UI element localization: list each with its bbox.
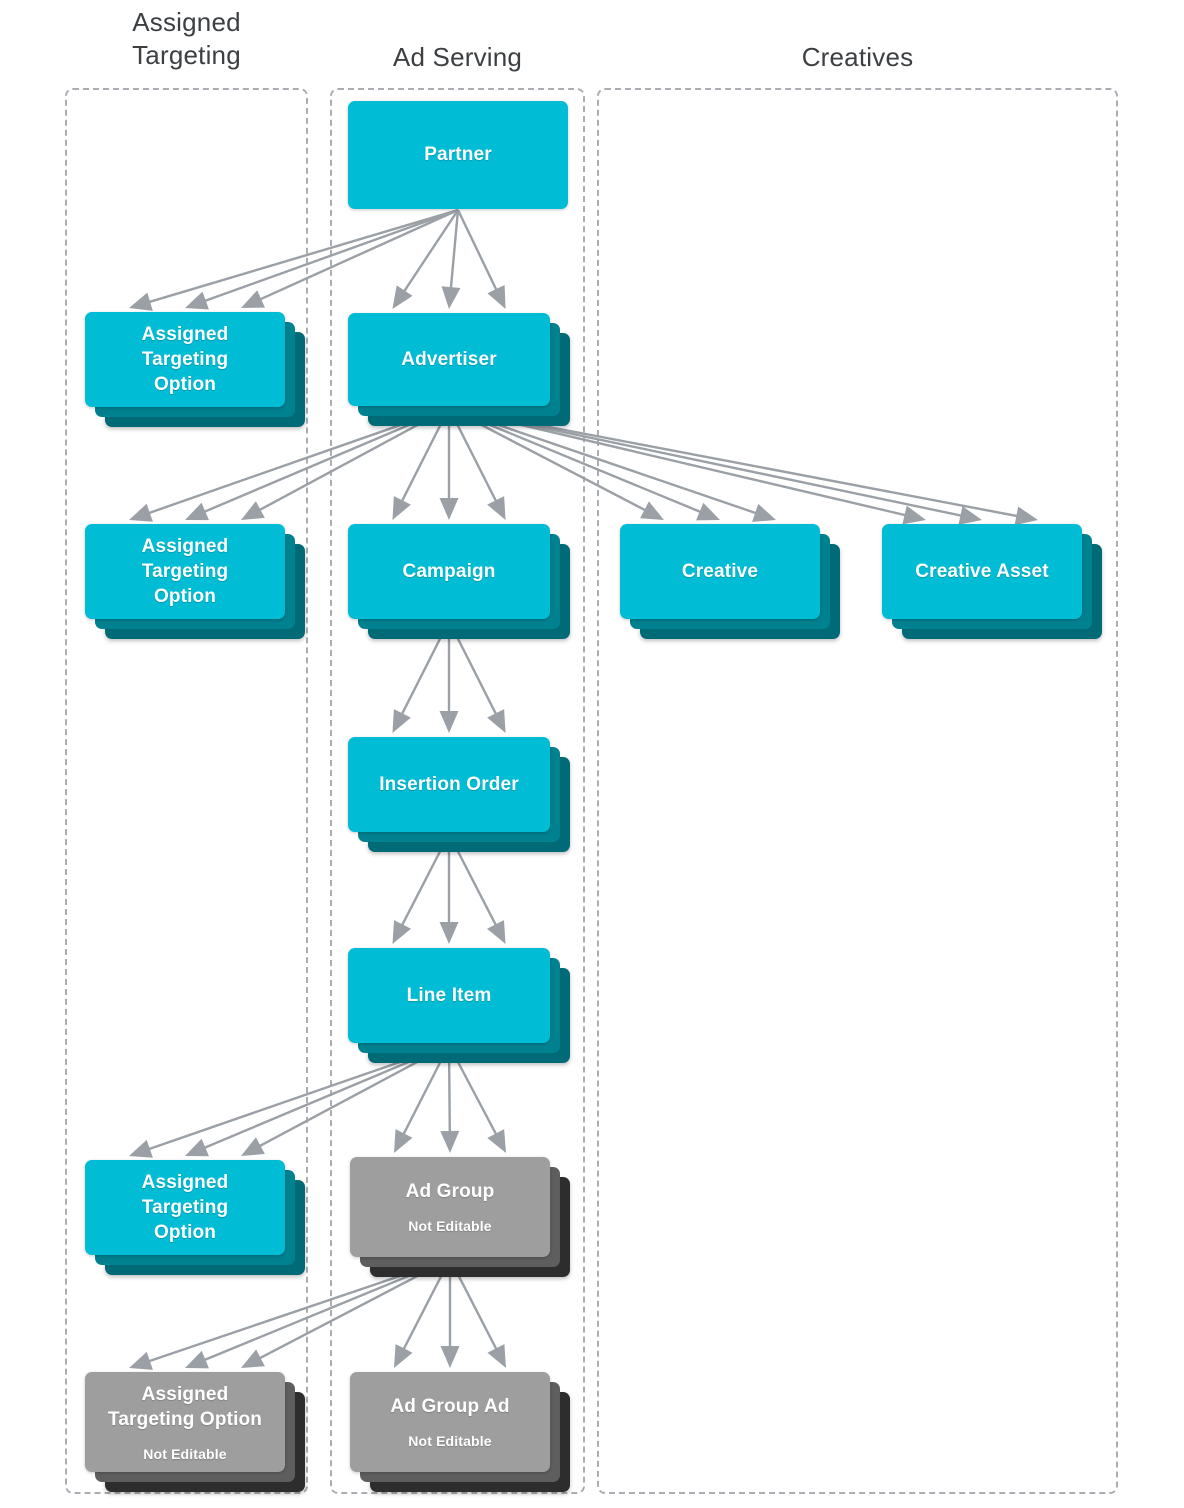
group-container-ad-serving <box>330 88 585 1494</box>
node-creative[interactable]: Creative <box>620 524 840 639</box>
node-title: Creative <box>681 560 759 582</box>
node-ato-line-item[interactable]: Assigned Targeting Option <box>85 1160 305 1275</box>
node-title: Assigned Targeting Option <box>141 323 229 396</box>
group-container-assigned-targeting <box>65 88 308 1494</box>
node-ato-partner[interactable]: Assigned Targeting Option <box>85 312 305 427</box>
node-face[interactable]: Assigned Targeting Option <box>85 524 285 619</box>
column-header-creatives: Creatives <box>801 42 914 72</box>
node-face[interactable]: Line Item <box>348 948 550 1043</box>
node-ad-group-ad[interactable]: Ad Group Ad Not Editable <box>350 1372 570 1492</box>
column-header-assigned-targeting: Assigned Targeting <box>132 7 241 71</box>
node-title: Ad Group <box>405 1181 495 1203</box>
node-title: Insertion Order <box>379 773 519 795</box>
node-title: Line Item <box>406 984 492 1006</box>
node-title: Partner <box>424 144 492 166</box>
node-line-item[interactable]: Line Item <box>348 948 570 1063</box>
node-face[interactable]: Creative Asset <box>882 524 1082 619</box>
node-subtitle-badge: Not Editable <box>408 1218 492 1235</box>
node-face[interactable]: Creative <box>620 524 820 619</box>
node-title: Assigned Targeting Option <box>141 535 229 608</box>
node-face[interactable]: Assigned Targeting Option <box>85 312 285 407</box>
node-insertion-order[interactable]: Insertion Order <box>348 737 570 852</box>
group-container-creatives <box>597 88 1118 1494</box>
node-face[interactable]: Insertion Order <box>348 737 550 832</box>
node-subtitle-badge: Not Editable <box>408 1433 492 1450</box>
node-advertiser[interactable]: Advertiser <box>348 313 570 426</box>
node-face[interactable]: Advertiser <box>348 313 550 406</box>
node-title: Creative Asset <box>915 560 1049 582</box>
column-header-ad-serving: Ad Serving <box>392 42 523 72</box>
node-face[interactable]: Ad Group Ad Not Editable <box>350 1372 550 1472</box>
node-face[interactable]: Campaign <box>348 524 550 619</box>
node-face[interactable]: Partner <box>348 101 568 209</box>
node-title: Campaign <box>402 560 496 582</box>
node-title: Advertiser <box>401 348 497 370</box>
node-campaign[interactable]: Campaign <box>348 524 570 639</box>
node-subtitle-badge: Not Editable <box>143 1445 227 1462</box>
node-creative-asset[interactable]: Creative Asset <box>882 524 1102 639</box>
node-face[interactable]: Assigned Targeting Option <box>85 1160 285 1255</box>
node-partner[interactable]: Partner <box>348 101 568 209</box>
node-ato-advertiser[interactable]: Assigned Targeting Option <box>85 524 305 639</box>
node-title: Assigned Targeting Option <box>107 1383 263 1430</box>
node-title: Ad Group Ad <box>390 1396 510 1418</box>
node-title: Assigned Targeting Option <box>141 1171 229 1244</box>
